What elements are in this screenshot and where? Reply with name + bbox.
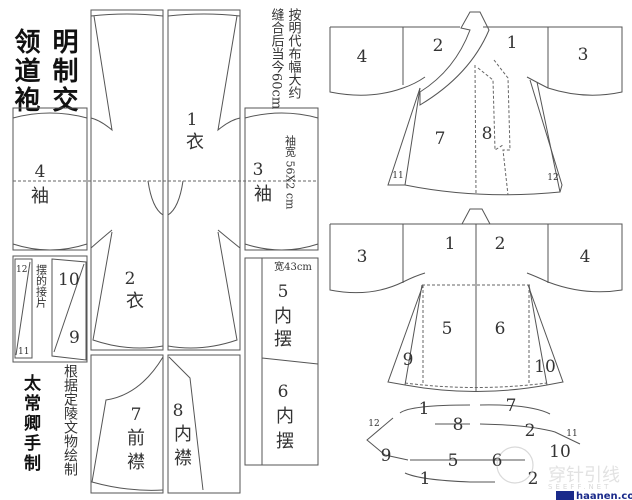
label-7: 7 bbox=[131, 405, 142, 425]
label-2: 2 bbox=[125, 269, 136, 289]
label-1-name: 衣 bbox=[186, 132, 204, 153]
label-12: 12 bbox=[16, 265, 27, 275]
label-8: 8 bbox=[173, 401, 184, 421]
hem-label-1b: 1 bbox=[420, 469, 431, 489]
note-sleeve-width: 袖宽 56X2 cm bbox=[284, 134, 297, 210]
watermark-site: haanen.com bbox=[576, 491, 632, 500]
label-3-name: 袖 bbox=[254, 184, 272, 205]
front-label-12: 12 bbox=[547, 173, 558, 183]
label-6-name1: 内 bbox=[276, 406, 294, 427]
watermark-site-icon bbox=[556, 491, 574, 500]
title-col2: 领道袍 bbox=[10, 27, 40, 115]
back-label-6: 6 bbox=[495, 319, 506, 339]
hem-label-12: 12 bbox=[368, 419, 379, 429]
back-label-9: 9 bbox=[403, 350, 414, 370]
watermark-logo: 穿针引线 SEEFF.NET bbox=[496, 446, 620, 491]
back-label-1: 1 bbox=[445, 234, 456, 254]
watermark-text: 穿针引线 bbox=[548, 465, 620, 486]
front-label-11: 11 bbox=[392, 171, 403, 181]
front-label-7: 7 bbox=[435, 129, 446, 149]
front-view-diagram bbox=[329, 11, 623, 196]
source-note: 根据定陵文物绘制 bbox=[62, 364, 78, 476]
back-view-diagram bbox=[329, 208, 623, 392]
label-10: 10 bbox=[58, 270, 80, 290]
hem-label-5: 5 bbox=[448, 451, 459, 471]
piece-5-6-inner-hem bbox=[244, 257, 319, 466]
label-4: 4 bbox=[35, 162, 46, 182]
note-inner-hem-width: 宽43cm bbox=[274, 260, 312, 273]
title-col1: 明制交 bbox=[48, 28, 78, 115]
label-8-name2: 襟 bbox=[174, 448, 192, 469]
watermark-sub: SEEFF.NET bbox=[548, 483, 611, 491]
back-label-2: 2 bbox=[495, 234, 506, 254]
piece-7-front-lapel bbox=[90, 354, 164, 494]
back-label-3: 3 bbox=[357, 247, 368, 267]
piece-4-sleeve bbox=[12, 107, 88, 251]
hem-extension-pieces bbox=[12, 255, 88, 363]
label-2-name: 衣 bbox=[126, 291, 144, 312]
label-1: 1 bbox=[187, 110, 198, 130]
note-fabric-width-1: 按明代布幅大约 bbox=[286, 8, 302, 99]
hem-label-1: 1 bbox=[419, 399, 430, 419]
front-label-4: 4 bbox=[357, 47, 368, 67]
front-label-3: 3 bbox=[578, 45, 589, 65]
back-label-10: 10 bbox=[534, 357, 556, 377]
hem-label-10: 10 bbox=[549, 442, 571, 462]
pattern-layout bbox=[12, 9, 319, 494]
label-3: 3 bbox=[253, 160, 264, 180]
front-label-8: 8 bbox=[482, 124, 493, 144]
note-fabric-width-2: 缝合后当今60cm bbox=[269, 8, 285, 109]
label-6-name2: 摆 bbox=[276, 431, 294, 452]
hem-label-8: 8 bbox=[453, 415, 464, 435]
label-6: 6 bbox=[278, 382, 289, 402]
label-7-name1: 前 bbox=[127, 428, 145, 449]
author: 太常卿手制 bbox=[20, 373, 41, 474]
back-label-4: 4 bbox=[580, 247, 591, 267]
front-label-2: 2 bbox=[433, 36, 444, 56]
piece-8-inner-lapel bbox=[167, 354, 241, 494]
label-5-name2: 摆 bbox=[274, 329, 292, 350]
label-4-name: 袖 bbox=[31, 186, 49, 207]
label-9: 9 bbox=[69, 328, 80, 348]
front-label-1: 1 bbox=[507, 33, 518, 53]
label-8-name1: 内 bbox=[174, 424, 192, 445]
hem-label-9: 9 bbox=[381, 446, 392, 466]
label-11: 11 bbox=[18, 347, 29, 357]
label-7-name2: 襟 bbox=[127, 452, 145, 473]
hem-label-7: 7 bbox=[506, 396, 517, 416]
hem-label-2b: 2 bbox=[528, 469, 539, 489]
back-label-5: 5 bbox=[442, 319, 453, 339]
hem-label-11: 11 bbox=[566, 429, 577, 439]
piece-2-body bbox=[90, 9, 164, 351]
label-5: 5 bbox=[278, 282, 289, 302]
hem-label-2: 2 bbox=[525, 421, 536, 441]
piece-1-body bbox=[167, 9, 241, 351]
note-hem-extension: 摆的接片 bbox=[35, 263, 48, 309]
label-5-name1: 内 bbox=[274, 306, 292, 327]
hem-layout-diagram bbox=[366, 404, 581, 483]
